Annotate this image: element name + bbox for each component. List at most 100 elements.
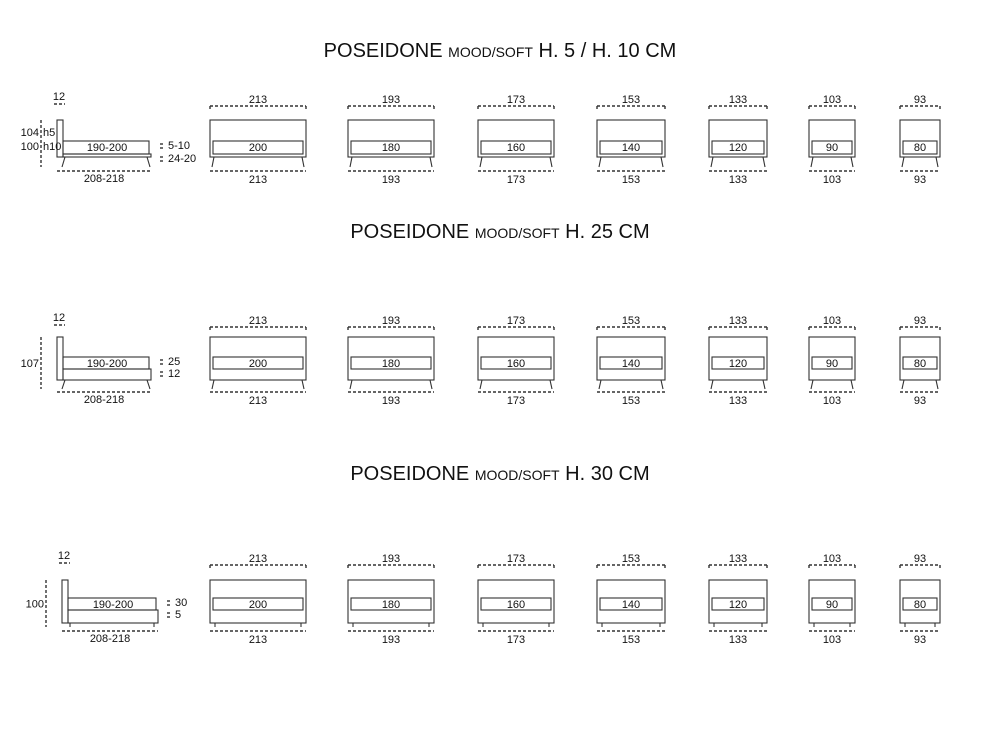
height-label: 100: [21, 141, 39, 153]
front-mattress: [902, 597, 938, 611]
front-frame: [596, 579, 666, 624]
front-frame: [596, 119, 666, 158]
side-headboard: [61, 579, 69, 624]
headboard-thickness-label: 12: [53, 91, 65, 103]
front-mattress-label: 160: [507, 358, 525, 370]
front-frame: [209, 579, 307, 624]
section-3-title: POSEIDONE MOOD/SOFT H. 30 CM: [0, 463, 1000, 486]
front-leg: [710, 156, 714, 168]
front-frame: [347, 579, 435, 624]
headboard-thickness-label: 12: [58, 550, 70, 562]
front-bottom-width-label: 193: [382, 174, 400, 186]
front-mattress-label: 180: [382, 599, 400, 611]
front-mattress-label: 90: [826, 358, 838, 370]
section-2-title: POSEIDONE MOOD/SOFT H. 25 CM: [0, 221, 1000, 244]
front-frame: [899, 119, 941, 158]
front-leg: [762, 156, 766, 168]
front-mattress-label: 80: [914, 599, 926, 611]
section-3-name: POSEIDONE: [350, 463, 470, 485]
height-suffix-label: h5: [43, 127, 55, 139]
front-bottom-width-label: 213: [249, 634, 267, 646]
section-2-height: H. 25 CM: [565, 221, 650, 243]
front-bottom-width-label: 103: [823, 395, 841, 407]
front-top-width-label: 103: [823, 553, 841, 565]
front-view-90: 103 90 103: [808, 315, 856, 407]
front-mattress: [212, 140, 304, 155]
front-top-width-label: 103: [823, 315, 841, 327]
front-mattress: [902, 356, 938, 370]
front-mattress-label: 120: [729, 358, 747, 370]
front-bottom-width-label: 133: [729, 174, 747, 186]
front-frame: [477, 119, 555, 158]
front-frame: [708, 579, 768, 624]
front-mattress-label: 160: [507, 599, 525, 611]
front-mattress: [350, 140, 432, 155]
front-top-width-label: 173: [507, 94, 525, 106]
height-label: 100: [26, 599, 44, 611]
front-mattress-label: 80: [914, 358, 926, 370]
height-label: 107: [21, 358, 39, 370]
front-mattress: [902, 140, 938, 155]
front-top-width-label: 153: [622, 553, 640, 565]
front-frame: [596, 336, 666, 381]
side-base: [62, 153, 152, 158]
front-leg: [301, 379, 305, 390]
front-mattress-label: 140: [622, 142, 640, 154]
front-top-width-label: 193: [382, 553, 400, 565]
front-leg: [301, 156, 305, 168]
front-top-width-label: 213: [249, 315, 267, 327]
front-leg: [598, 379, 602, 390]
front-leg: [935, 379, 939, 390]
front-leg: [479, 379, 483, 390]
front-top-width-label: 93: [914, 94, 926, 106]
front-mattress: [599, 356, 663, 370]
side-headboard: [56, 119, 64, 158]
total-length-label: 208-218: [84, 394, 124, 406]
section-1-height: H. 5 / H. 10 CM: [538, 40, 677, 62]
front-top-width-label: 133: [729, 94, 747, 106]
section-2-name: POSEIDONE: [350, 221, 470, 243]
front-mattress-label: 90: [826, 599, 838, 611]
front-top-width-label: 193: [382, 94, 400, 106]
front-leg: [660, 379, 664, 390]
front-bottom-width-label: 93: [914, 395, 926, 407]
front-mattress: [811, 140, 853, 155]
side-leg: [61, 156, 66, 168]
front-mattress-label: 200: [249, 599, 267, 611]
section-2-mood: MOOD/SOFT: [474, 225, 560, 241]
front-leg: [935, 156, 939, 168]
front-frame: [808, 119, 856, 158]
front-mattress: [811, 597, 853, 611]
front-top-width-label: 133: [729, 553, 747, 565]
front-mattress: [350, 356, 432, 370]
front-top-width-label: 173: [507, 315, 525, 327]
front-leg: [429, 379, 433, 390]
total-length-label: 208-218: [84, 173, 124, 185]
front-top-width-label: 93: [914, 315, 926, 327]
total-length-label: 208-218: [90, 633, 130, 645]
side-leg: [146, 156, 151, 168]
front-top-width-label: 133: [729, 315, 747, 327]
front-mattress: [811, 356, 853, 370]
front-mattress: [350, 597, 432, 611]
front-leg: [850, 156, 854, 168]
side-base: [67, 609, 159, 624]
front-frame: [477, 336, 555, 381]
side-dim-label: 24-20: [168, 153, 196, 165]
